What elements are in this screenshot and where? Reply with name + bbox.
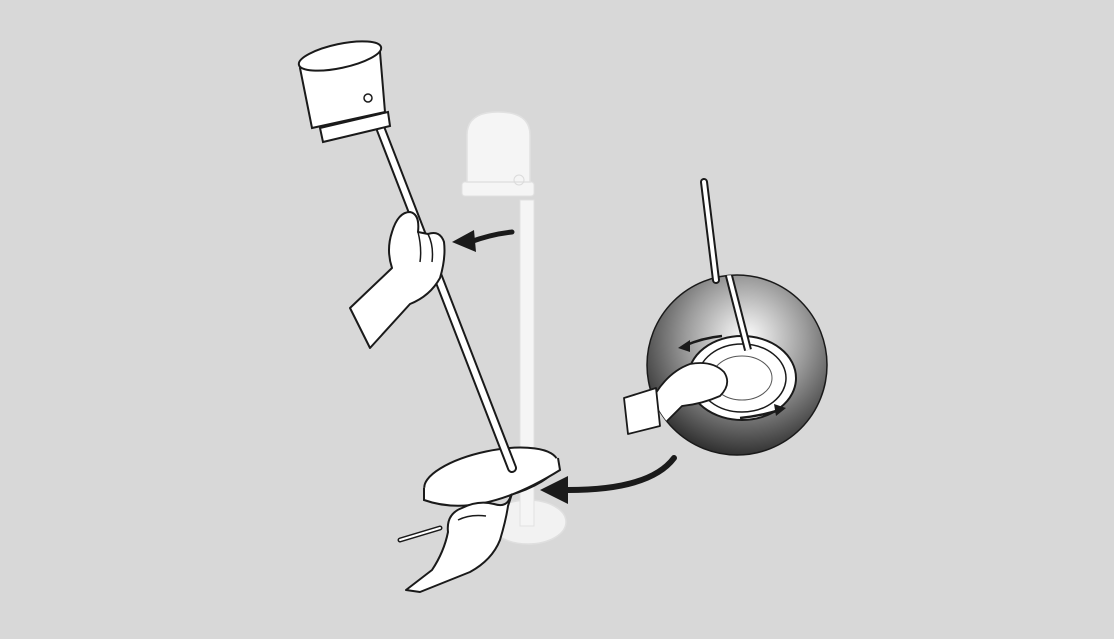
hand-holding-base-icon: [400, 494, 512, 592]
hand-gripping-pole-icon: [350, 212, 445, 348]
curved-arrow-left-icon: [452, 230, 512, 252]
base-detail-inset-icon: [624, 182, 827, 455]
